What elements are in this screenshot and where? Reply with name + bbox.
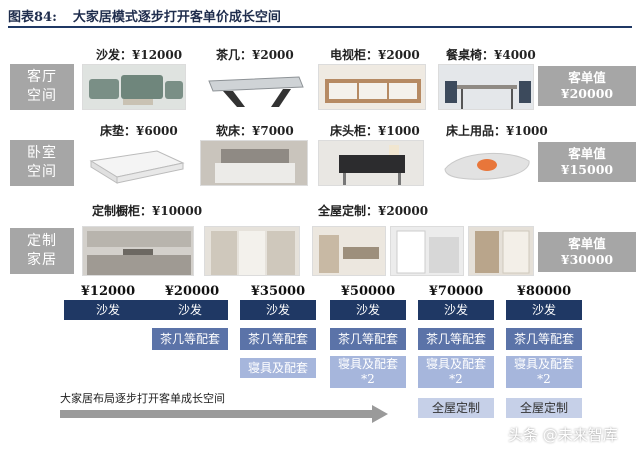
stage-4-sofa: 沙发: [330, 300, 406, 320]
stage-5-tea-table-set: 茶几等配套: [418, 328, 494, 350]
stage-6-whole-house: 全屋定制: [506, 398, 582, 418]
stage-6-tea-table-set: 茶几等配套: [506, 328, 582, 350]
label-nightstand: 床头柜：¥1000: [330, 124, 420, 138]
sofa-photo: [82, 64, 186, 110]
stage-1-price: ¥12000: [80, 284, 136, 299]
stage-3-tea-table-set: 茶几等配套: [240, 328, 316, 350]
label-custom-cabinet: 定制橱柜：¥10000: [92, 204, 203, 218]
label-whole-house: 全屋定制：¥20000: [318, 204, 429, 218]
stage-6-price: ¥80000: [516, 284, 572, 299]
label-dining-chair: 餐桌椅：¥4000: [446, 48, 536, 62]
stage-6-sofa: 沙发: [506, 300, 582, 320]
whole-house-photo-2: [390, 226, 464, 276]
stage-3-price: ¥35000: [250, 284, 306, 299]
label-sofa: 沙发：¥12000: [96, 48, 183, 62]
stage-5-price: ¥70000: [428, 284, 484, 299]
label-bedding: 床上用品：¥1000: [446, 124, 548, 138]
stage-5-bedding-set-x2: 寝具及配套 *2: [418, 356, 494, 388]
figure-number: 图表84:: [8, 10, 57, 25]
mattress-photo: [82, 140, 186, 186]
row-label-living-room: 客厅空间: [10, 64, 74, 110]
label-soft-bed: 软床：¥7000: [216, 124, 294, 138]
bedding-pillow-photo: [438, 140, 534, 186]
tea-table-photo: [198, 64, 308, 110]
figure-title-text: 大家居模式逐步打开客单价成长空间: [72, 10, 281, 25]
row-label-custom-furniture: 定制家居: [10, 228, 74, 274]
unit-price-living-room: 客单值¥20000: [538, 66, 636, 106]
growth-arrow: [60, 405, 388, 423]
figure-title: 图表84: 大家居模式逐步打开客单价成长空间: [8, 6, 281, 25]
label-mattress: 床垫：¥6000: [100, 124, 178, 138]
stage-2-price: ¥20000: [164, 284, 220, 299]
wardrobe-photo: [204, 226, 300, 276]
stage-6-bedding-set-x2: 寝具及配套 *2: [506, 356, 582, 388]
stage-2-sofa: 沙发: [152, 300, 228, 320]
label-tea-table: 茶几：¥2000: [216, 48, 294, 62]
stage-5-whole-house: 全屋定制: [418, 398, 494, 418]
stage-2-tea-table-set: 茶几等配套: [152, 328, 228, 350]
soft-bed-photo: [200, 140, 308, 186]
stage-5-sofa: 沙发: [418, 300, 494, 320]
whole-house-photo-3: [468, 226, 534, 276]
unit-price-custom-furniture: 客单值¥30000: [538, 232, 636, 272]
stage-3-sofa: 沙发: [240, 300, 316, 320]
label-tv-cabinet: 电视柜：¥2000: [330, 48, 420, 62]
custom-cabinet-photo: [82, 226, 194, 276]
nightstand-photo: [318, 140, 424, 186]
title-divider: [8, 26, 632, 28]
stage-4-bedding-set-x2: 寝具及配套 *2: [330, 356, 406, 388]
stage-4-tea-table-set: 茶几等配套: [330, 328, 406, 350]
growth-arrow-caption: 大家居布局逐步打开客单成长空间: [60, 392, 225, 405]
row-label-bedroom: 卧室空间: [10, 140, 74, 186]
dining-chair-photo: [438, 64, 534, 110]
unit-price-bedroom: 客单值¥15000: [538, 142, 636, 182]
stage-1-sofa: 沙发: [64, 300, 152, 320]
stage-3-bedding-set: 寝具及配套: [240, 358, 316, 378]
watermark-text: 头条 @未来智库: [508, 426, 618, 444]
tv-cabinet-photo: [318, 64, 426, 110]
stage-4-price: ¥50000: [340, 284, 396, 299]
whole-house-photo-1: [312, 226, 386, 276]
